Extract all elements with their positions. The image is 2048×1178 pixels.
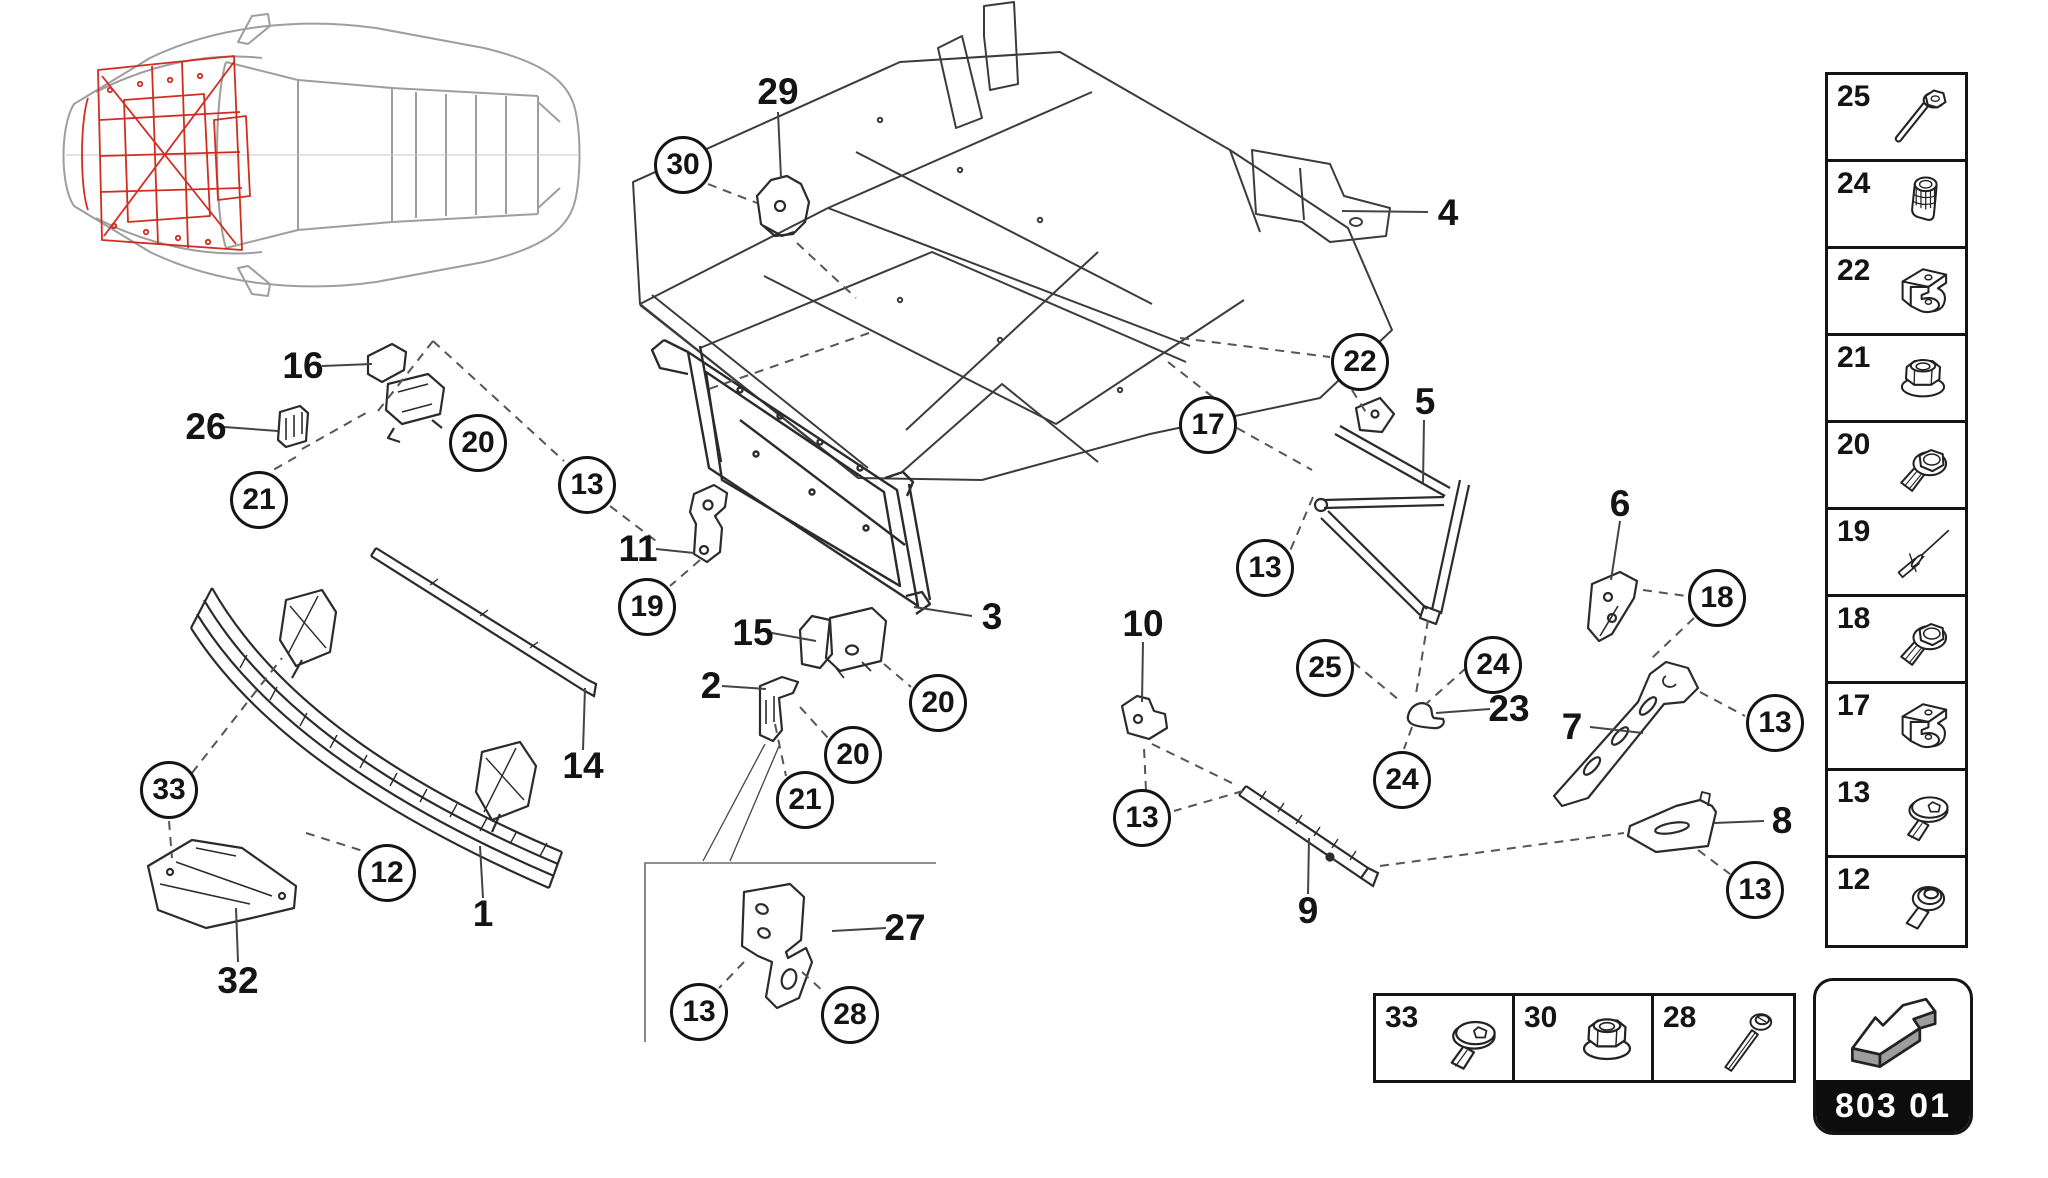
part-number-label-26[interactable]: 26 [185, 406, 227, 447]
blind-rivet-icon [1883, 518, 1963, 586]
legend-item-number: 28 [1663, 1001, 1697, 1034]
legend-item-number: 21 [1837, 341, 1871, 374]
legend-item-19[interactable]: 19 [1828, 510, 1965, 597]
callout-circle-33[interactable]: 33 [140, 761, 198, 819]
part-number-label-1[interactable]: 1 [472, 893, 494, 934]
fastener-legend-sidebar: 25 24 22 21 20 19 18 17 13 12 [1825, 72, 1968, 948]
flange-lock-nut-icon [1883, 344, 1963, 412]
legend-item-number: 19 [1837, 515, 1871, 548]
small-part-drawings [146, 174, 1718, 1010]
part-number-label-14[interactable]: 14 [562, 745, 604, 786]
part-number-label-32[interactable]: 32 [217, 960, 259, 1001]
hex-flange-bolt-icon [1883, 431, 1963, 499]
callout-circle-13[interactable]: 13 [1726, 861, 1784, 919]
legend-item-number: 24 [1837, 167, 1871, 200]
legend-item-number: 25 [1837, 80, 1871, 113]
callout-circle-21[interactable]: 21 [776, 771, 834, 829]
crossbar-9-drawing [1238, 785, 1380, 888]
legend-item-13[interactable]: 13 [1828, 771, 1965, 858]
callout-circle-24[interactable]: 24 [1464, 636, 1522, 694]
part-number-label-9[interactable]: 9 [1297, 890, 1319, 931]
part-number-label-27[interactable]: 27 [884, 907, 926, 948]
legend-item-25[interactable]: 25 [1828, 75, 1965, 162]
radiator-support-frame-drawing [650, 338, 932, 615]
callout-circle-30[interactable]: 30 [654, 136, 712, 194]
bumper-beam-drawing [190, 587, 564, 890]
push-pin-rivet-icon [1883, 866, 1963, 934]
legend-item-12[interactable]: 12 [1828, 858, 1965, 945]
callout-circle-21[interactable]: 21 [230, 471, 288, 529]
legend-item-24[interactable]: 24 [1828, 162, 1965, 249]
hex-flange-bolt-icon [1883, 605, 1963, 673]
front-frame-highlight [81, 55, 251, 251]
part-number-label-8[interactable]: 8 [1771, 800, 1793, 841]
nav-arrow-3d-icon [1816, 981, 1970, 1085]
callout-circle-20[interactable]: 20 [909, 674, 967, 732]
callout-circle-18[interactable]: 18 [1688, 569, 1746, 627]
callout-circle-22[interactable]: 22 [1331, 333, 1389, 391]
legend-item-number: 13 [1837, 776, 1871, 809]
detail-box [644, 743, 936, 1042]
part-number-label-4[interactable]: 4 [1437, 192, 1459, 233]
callout-circle-13[interactable]: 13 [1746, 694, 1804, 752]
callout-circle-12[interactable]: 12 [358, 844, 416, 902]
legend-item-20[interactable]: 20 [1828, 423, 1965, 510]
callout-circle-13[interactable]: 13 [1113, 789, 1171, 847]
legend-item-number: 12 [1837, 863, 1871, 896]
leader-lines [223, 111, 1765, 963]
hex-flange-bolt-long-icon [1883, 83, 1963, 151]
part-number-label-11[interactable]: 11 [618, 528, 658, 569]
legend-item-30[interactable]: 30 [1515, 996, 1654, 1080]
legend-item-number: 20 [1837, 428, 1871, 461]
legend-item-number: 18 [1837, 602, 1871, 635]
dashed-connectors [168, 183, 1746, 993]
clamp-bracket-icon [1883, 257, 1963, 325]
pan-head-screw-long-icon [1707, 1002, 1791, 1076]
legend-item-number: 33 [1385, 1001, 1419, 1034]
crossbar-14-drawing [370, 547, 598, 698]
part-number-label-16[interactable]: 16 [282, 345, 324, 386]
callout-circle-13[interactable]: 13 [670, 983, 728, 1041]
callout-circle-19[interactable]: 19 [618, 578, 676, 636]
flange-lock-nut-icon [1565, 1002, 1649, 1076]
part-number-label-15[interactable]: 15 [732, 612, 774, 653]
legend-item-22[interactable]: 22 [1828, 249, 1965, 336]
clamp-bracket-icon [1883, 692, 1963, 760]
legend-item-28[interactable]: 28 [1654, 996, 1793, 1080]
callout-circle-20[interactable]: 20 [449, 414, 507, 472]
callout-circle-13[interactable]: 13 [558, 456, 616, 514]
rivet-nut-icon [1883, 170, 1963, 238]
chassis-frame-drawing [632, 1, 1393, 481]
part-number-label-29[interactable]: 29 [757, 71, 799, 112]
part-number-label-10[interactable]: 10 [1122, 603, 1164, 644]
part-number-label-5[interactable]: 5 [1414, 381, 1436, 422]
legend-item-number: 22 [1837, 254, 1871, 287]
legend-item-33[interactable]: 33 [1376, 996, 1515, 1080]
fastener-legend-bottom: 33 30 28 [1373, 993, 1796, 1083]
part-number-label-23[interactable]: 23 [1488, 688, 1530, 729]
callout-circle-25[interactable]: 25 [1296, 639, 1354, 697]
part-number-label-3[interactable]: 3 [981, 596, 1003, 637]
legend-item-21[interactable]: 21 [1828, 336, 1965, 423]
section-code: 803 01 [1816, 1080, 1970, 1132]
legend-item-number: 17 [1837, 689, 1871, 722]
button-head-screw-icon [1883, 779, 1963, 847]
part-number-label-7[interactable]: 7 [1561, 706, 1583, 747]
legend-item-number: 30 [1524, 1001, 1558, 1034]
section-code-badge[interactable]: 803 01 [1813, 978, 1973, 1135]
callout-circle-17[interactable]: 17 [1179, 396, 1237, 454]
callout-circle-24[interactable]: 24 [1373, 751, 1431, 809]
button-head-screw-icon [1426, 1002, 1510, 1076]
part-number-label-2[interactable]: 2 [700, 665, 722, 706]
callout-circle-13[interactable]: 13 [1236, 539, 1294, 597]
strut-frame-5-drawing [1313, 396, 1471, 626]
callout-circle-20[interactable]: 20 [824, 726, 882, 784]
legend-item-17[interactable]: 17 [1828, 684, 1965, 771]
callout-circle-28[interactable]: 28 [821, 986, 879, 1044]
legend-item-18[interactable]: 18 [1828, 597, 1965, 684]
part-number-label-6[interactable]: 6 [1609, 483, 1631, 524]
